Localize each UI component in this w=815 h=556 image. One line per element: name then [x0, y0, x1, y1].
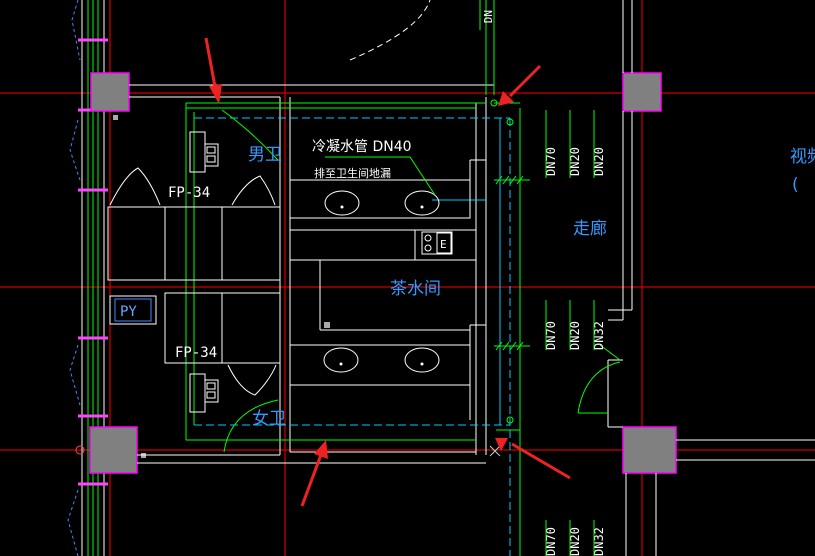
green-pipes: [185, 0, 621, 556]
note-line-2: 排至卫生间地漏: [314, 166, 391, 180]
toilet-stalls: [107, 167, 281, 396]
column-br: [622, 426, 677, 474]
room-label-womens: 女卫: [252, 409, 286, 429]
small-marker: [113, 115, 118, 120]
annotation-arrows: [204, 37, 571, 507]
pipe-label-middle-3: DN32: [592, 321, 606, 350]
e-label: E: [440, 238, 447, 251]
py-label: PY: [120, 304, 137, 320]
pipe-label-leaders: [545, 110, 595, 556]
room-label-corridor: 走廊: [573, 219, 607, 239]
sinks: [323, 190, 440, 373]
e-box: [436, 232, 452, 254]
pipe-cross-mark: [489, 445, 501, 457]
sink: [404, 347, 440, 373]
labels: 冷凝水管 DN40 排至卫生间地漏 男卫 女卫 茶水间 走廊 视频 ( FP-3…: [120, 10, 815, 429]
column-tl: [90, 72, 130, 112]
pipe-label-upper-2: DN20: [568, 147, 582, 176]
pipe-labels: DN70 DN20 DN20 DN70 DN20 DN32 DN70 DN20 …: [544, 147, 606, 556]
pipe-label-upper-1: DN70: [544, 147, 558, 176]
walls: [129, 0, 815, 556]
pipe-label-upper-3: DN20: [592, 147, 606, 176]
py-box: [109, 295, 157, 325]
arrow-top-right: [498, 64, 542, 106]
floor-drain: [324, 322, 330, 328]
door-swings: [221, 109, 621, 453]
top-edge-label: DN: [482, 10, 495, 23]
column-tr: [622, 72, 662, 112]
arrow-bottom-left: [300, 440, 328, 507]
pipe-label-middle-2: DN20: [568, 321, 582, 350]
fp-label-bottom: FP-34: [175, 345, 217, 361]
edge-label-paren: (: [792, 175, 799, 195]
room-label-mens: 男卫: [248, 145, 282, 165]
pipe-label-bottom-2: DN20: [568, 527, 582, 556]
sink: [323, 347, 359, 373]
cyan-pipes: [194, 117, 511, 556]
pipe-label-middle-1: DN70: [544, 321, 558, 350]
column-bl: [89, 426, 138, 474]
pipe-node: [490, 99, 498, 107]
arrow-bottom-right: [495, 438, 571, 480]
pipe-label-bottom-1: DN70: [544, 527, 558, 556]
sink: [404, 190, 440, 216]
door-arc-top: [349, 0, 431, 61]
pipe-ticks: [495, 175, 524, 351]
stove: [421, 231, 453, 255]
pipe-label-bottom-3: DN32: [592, 527, 606, 556]
py-box-inner: [114, 298, 152, 322]
arrow-top-left: [204, 37, 222, 104]
fan-coil-units: [189, 131, 219, 413]
fp-label-top: FP-34: [168, 185, 210, 201]
room-label-tea: 茶水间: [390, 279, 441, 299]
pipe-node: [506, 118, 514, 126]
note-leader: [325, 156, 436, 196]
pipe-node: [506, 416, 514, 424]
note-line-1: 冷凝水管 DN40: [312, 139, 412, 155]
sink: [324, 190, 360, 216]
columns: [89, 72, 677, 474]
counters: [289, 179, 476, 386]
edge-label-right: 视频: [790, 147, 815, 167]
